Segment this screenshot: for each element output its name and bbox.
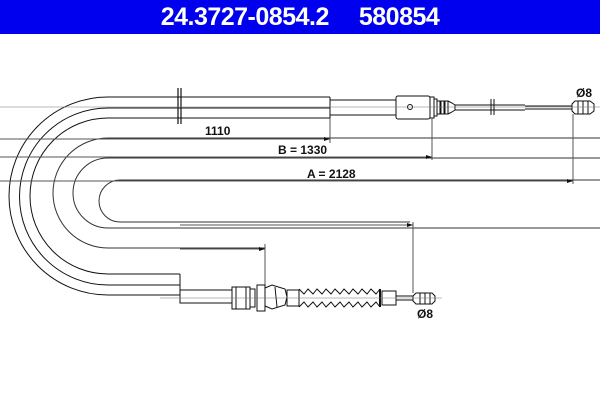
- dimension-b: B = 1330: [278, 143, 327, 157]
- cable-drawing: 1110 B = 1330 A = 2128 Ø8 Ø8: [0, 86, 600, 321]
- dimension-1110: 1110: [205, 124, 231, 138]
- reference-number: 580854: [358, 2, 440, 31]
- title-bar: 24.3727-0854.2 580854: [0, 0, 600, 34]
- sheath-outer: [8, 96, 330, 296]
- bottom-end-diameter: Ø8: [417, 307, 433, 321]
- dimension-a: A = 2128: [307, 167, 356, 181]
- top-end-diameter: Ø8: [576, 86, 592, 100]
- part-number: 24.3727-0854.2: [160, 2, 330, 31]
